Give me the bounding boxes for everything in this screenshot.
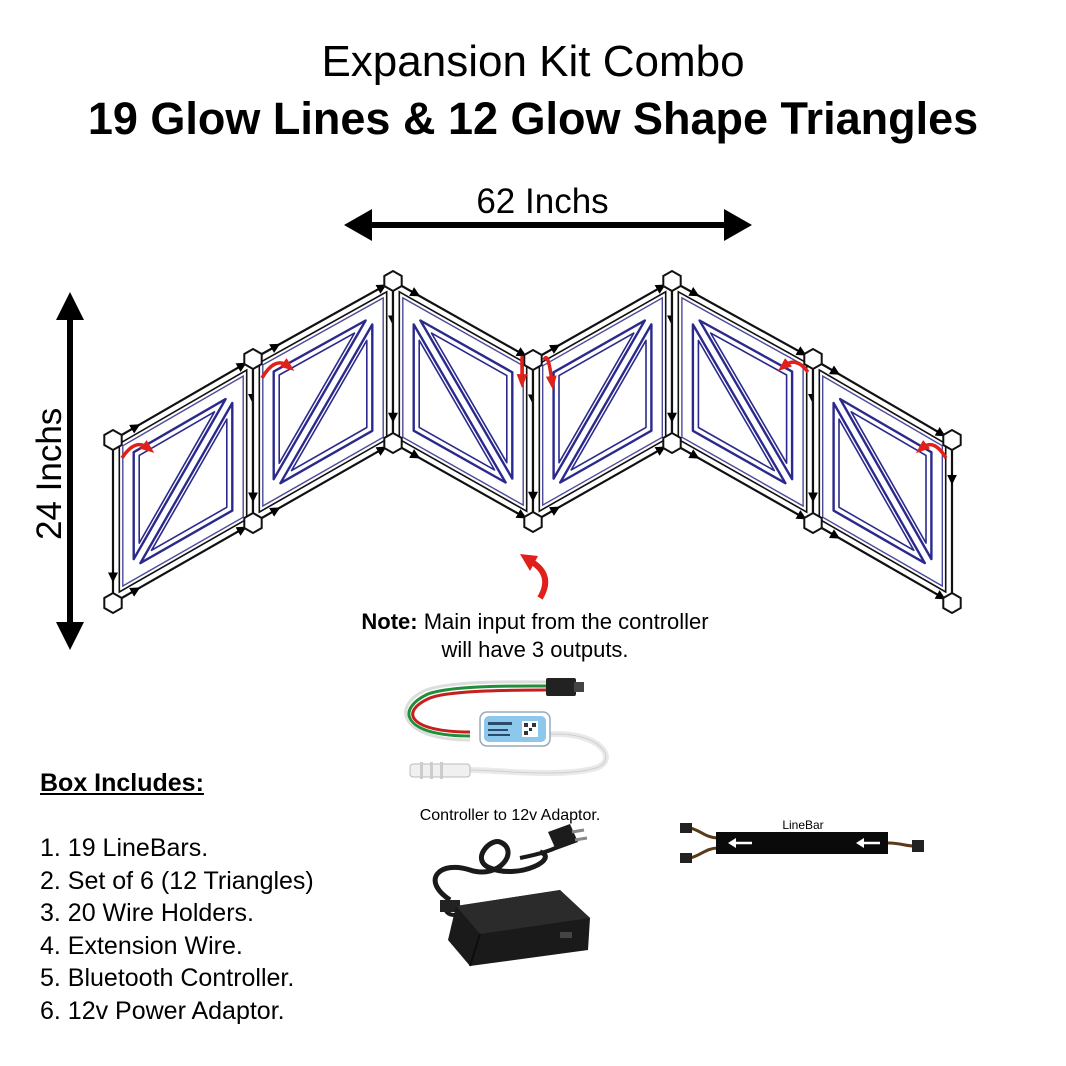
linebar-caption: LineBar [782, 818, 824, 832]
list-item: 5. Bluetooth Controller. [40, 964, 295, 992]
linebar-icon [680, 823, 924, 863]
list-item: 3. 20 Wire Holders. [40, 899, 254, 927]
glow-panel [528, 279, 677, 524]
wire-holder-icon [523, 510, 543, 534]
list-item: 6. 12v Power Adaptor. [40, 996, 285, 1025]
wire-holder-icon [103, 428, 123, 452]
glow-panel [108, 357, 258, 605]
wire-holder-icon [243, 511, 263, 535]
wire-holder-icon [243, 347, 263, 371]
box-includes-list: 1. 19 LineBars. 2. Set of 6 (12 Triangle… [40, 832, 314, 1027]
wire-holder-icon [103, 591, 123, 615]
bluetooth-controller-icon [404, 678, 609, 779]
title-line-2: 19 Glow Lines & 12 Glow Shape Triangles [87, 93, 979, 144]
wire-holder-icon [662, 269, 682, 293]
wire-holder-icon [523, 348, 543, 372]
wire-holder-icon [803, 511, 823, 535]
main-input-arrow-icon [520, 554, 549, 600]
note-line-2: will have 3 outputs. [441, 637, 629, 662]
panel-group [103, 269, 962, 615]
controller-caption: Controller to 12v Adaptor. [419, 807, 601, 824]
input-arrow-head-icon [516, 374, 528, 388]
glow-panel [808, 357, 957, 605]
wire-holder-icon [803, 347, 823, 371]
wire-holder-icon [662, 431, 682, 455]
input-arrow-head-icon [545, 375, 557, 390]
note-line-1: Main input from the controller [417, 609, 709, 634]
height-dimension-arrow [56, 292, 84, 650]
note-text: Note: Main input from the controller wil… [290, 608, 780, 664]
power-adaptor-icon [432, 824, 590, 967]
wire-holder-icon [383, 431, 403, 455]
input-arrow-head-icon [280, 358, 295, 371]
list-item: 1. 19 LineBars. [40, 834, 209, 862]
glow-panel [388, 279, 538, 524]
note-label: Note: [361, 609, 418, 634]
width-dimension-arrow [344, 209, 752, 241]
glow-panel [248, 279, 398, 525]
list-item: 2. Set of 6 (12 Triangles) [40, 866, 314, 895]
input-arrow-head-icon [140, 440, 155, 453]
box-includes-title: Box Includes: [40, 769, 204, 797]
wire-holder-icon [383, 269, 403, 293]
width-dimension-label: 62 Inchs [476, 182, 609, 221]
title-line-1: Expansion Kit Combo [321, 37, 745, 86]
wire-holder-icon [942, 428, 962, 452]
glow-panel [667, 279, 818, 525]
list-item: 4. Extension Wire. [40, 931, 243, 960]
wire-holder-icon [942, 591, 962, 615]
input-arrow-head-icon [915, 440, 930, 454]
input-arrow-head-icon [777, 358, 792, 372]
